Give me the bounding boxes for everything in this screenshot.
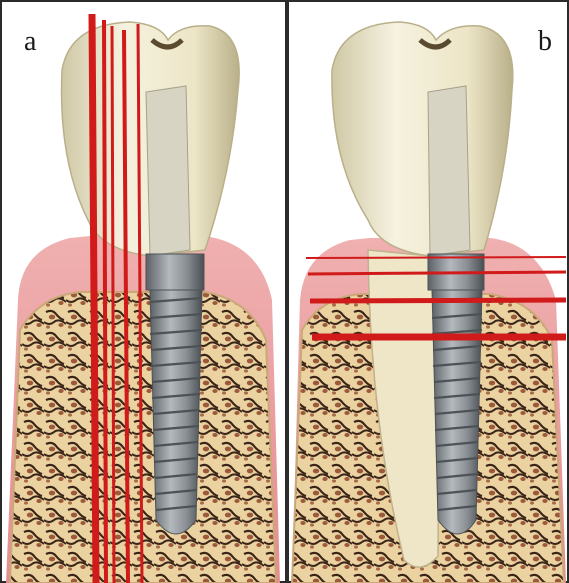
panel-label-b: b	[538, 28, 552, 56]
section-line-1	[92, 14, 96, 583]
section-line-h1	[306, 257, 566, 258]
panel-label-a: a	[24, 28, 36, 56]
section-line-2	[104, 20, 106, 583]
abutment-a	[146, 86, 190, 256]
section-line-h3	[310, 300, 566, 301]
abutment-b	[428, 86, 470, 256]
section-line-h2	[308, 272, 566, 274]
implant-collar-a	[146, 254, 204, 290]
panel-divider	[285, 0, 289, 583]
section-line-3	[112, 26, 114, 583]
